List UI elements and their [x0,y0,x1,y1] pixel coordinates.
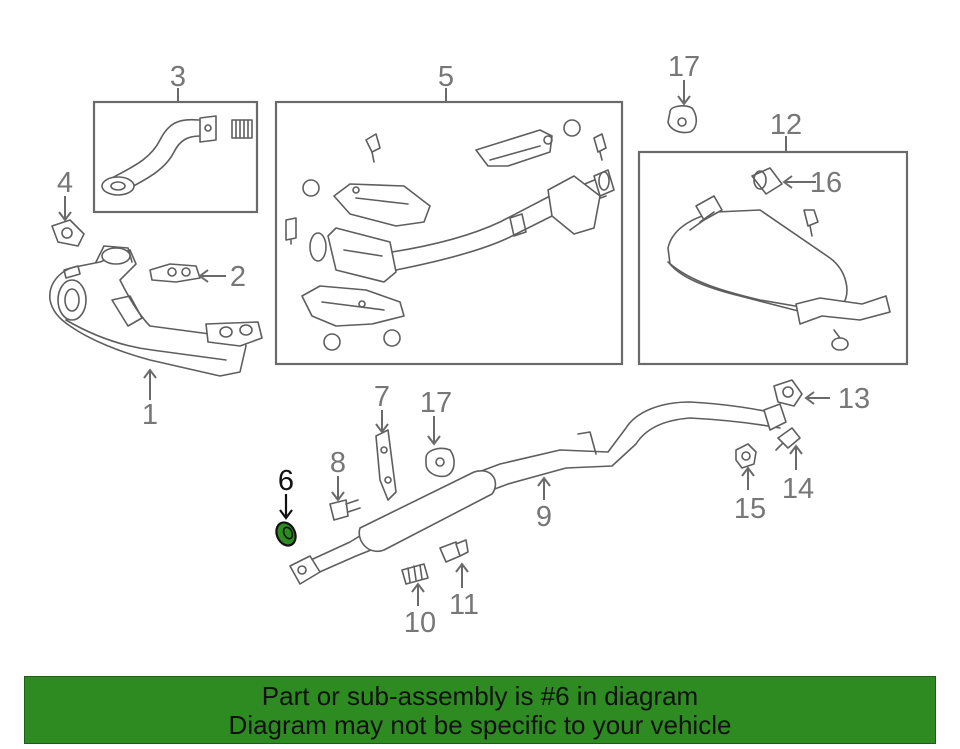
callout-5: 5 [438,61,454,93]
box-part-5 [274,100,624,366]
callout-2: 2 [230,261,246,293]
part-17-hanger-lower[interactable] [425,447,455,478]
part-5-front-pipe-assembly[interactable] [309,169,615,283]
part-17-hanger-upper[interactable] [667,105,698,134]
callout-1: 1 [142,399,158,431]
part-5-upper-heat-shield[interactable] [475,129,553,167]
callout-15: 15 [734,493,766,525]
callout-11: 11 [449,589,479,621]
callout-13: 13 [838,383,870,415]
banner-line-2: Diagram may not be specific to your vehi… [228,710,732,740]
part-14-bolt[interactable] [775,427,801,451]
part-3-front-pipe[interactable] [101,115,217,196]
callout-7: 7 [374,381,390,413]
part-11-bolt[interactable] [439,539,469,563]
part-10-stud[interactable] [401,563,429,585]
part-5-bolts[interactable] [285,119,607,351]
part-12-bolt[interactable] [803,209,819,237]
callout-17-lower: 17 [420,387,452,419]
part-1-exhaust-manifold[interactable] [49,245,263,377]
part-2-gasket[interactable] [149,263,201,283]
callout-8: 8 [330,447,346,479]
box-part-12 [637,150,909,366]
box-part-3 [92,100,259,214]
part-16-exhaust-tip[interactable] [751,167,783,195]
part-12-muffler[interactable] [667,195,891,351]
callout-6: 6 [278,465,294,497]
part-5-lower-heat-shield[interactable] [301,285,405,327]
callout-17-upper: 17 [668,51,700,83]
part-4-gasket[interactable] [51,219,85,247]
part-3-gasket[interactable] [231,119,253,139]
callout-3: 3 [170,61,186,93]
banner-line-1: Part or sub-assembly is #6 in diagram [261,681,699,711]
part-13-gasket[interactable] [773,379,803,407]
callout-16: 16 [810,167,842,199]
callout-4: 4 [57,167,73,199]
exhaust-parts-diagram: 3 5 17 12 4 16 2 1 7 17 13 8 6 9 14 15 1… [49,51,909,639]
part-9-center-pipe[interactable] [289,401,787,585]
part-7-bracket[interactable] [375,429,397,501]
callout-12: 12 [770,109,802,141]
callout-9: 9 [536,501,552,533]
callout-14: 14 [782,473,814,505]
callout-10: 10 [404,607,436,639]
part-15-nut[interactable] [735,443,757,469]
part-6-gasket[interactable] [273,519,299,548]
info-banner: Part or sub-assembly is #6 in diagram Di… [24,676,936,744]
part-8-bolt[interactable] [329,499,361,521]
part-5-converter-heat-shield[interactable] [333,183,431,227]
